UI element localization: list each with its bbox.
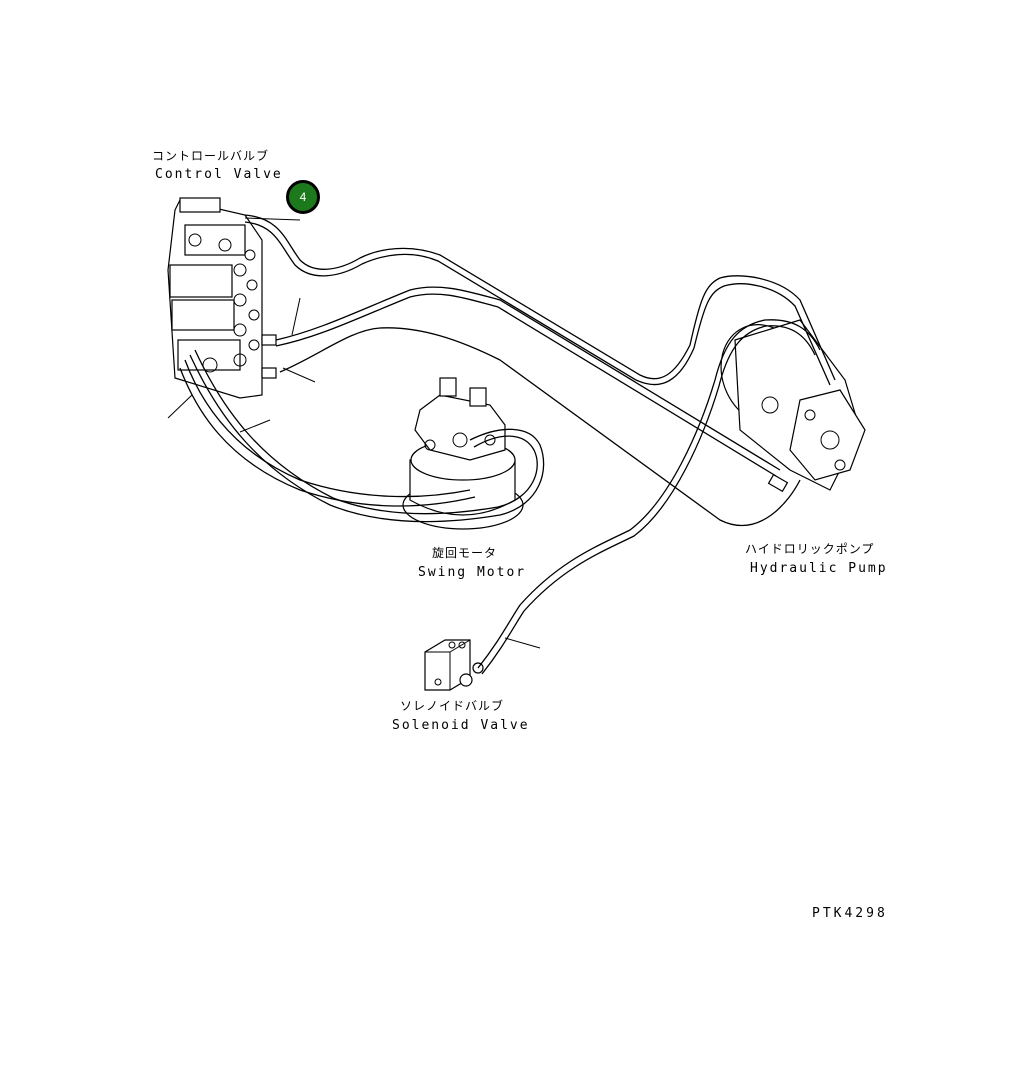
control-valve-label-en: Control Valve: [155, 167, 283, 182]
leader-lines: [167, 217, 541, 649]
hydraulic-pump-label-en: Hydraulic Pump: [750, 561, 888, 576]
swing-motor-label-en: Swing Motor: [418, 565, 527, 580]
swing-motor: [402, 377, 524, 530]
hoses: [179, 214, 836, 675]
hydraulic-pump: [720, 319, 866, 493]
solenoid-valve-label-jp: ソレノイドバルブ: [400, 699, 505, 713]
drawing-code: PTK4298: [812, 906, 888, 921]
solenoid-valve: [424, 639, 484, 691]
solenoid-valve-label-en: Solenoid Valve: [392, 718, 530, 733]
callout-number-badge: 4: [286, 180, 320, 214]
swing-motor-label-jp: 旋回モータ: [432, 546, 498, 560]
hydraulic-pump-label-jp: ハイドロリックポンプ: [745, 542, 875, 556]
control-valve-label-jp: コントロールバルブ: [152, 149, 270, 163]
control-valve: [167, 197, 277, 399]
